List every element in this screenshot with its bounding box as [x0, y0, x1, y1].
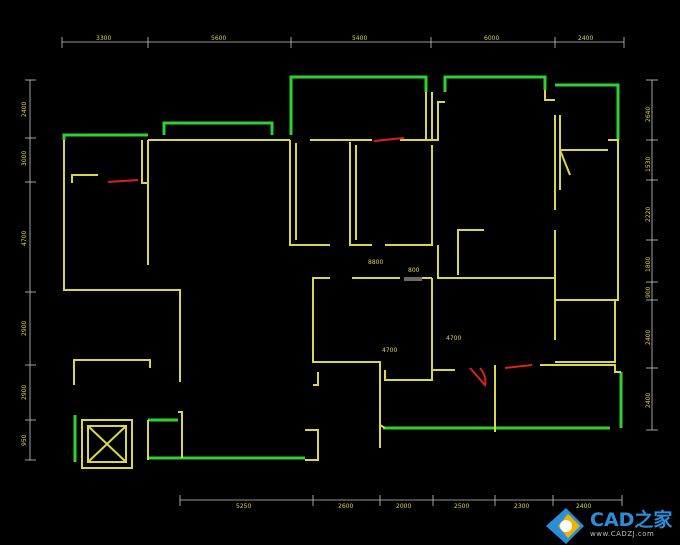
dim-left-4: 2900	[21, 321, 28, 336]
doors	[107, 137, 533, 388]
dim-right-4: 1800	[645, 257, 652, 272]
dim-top-3: 5400	[352, 35, 367, 42]
dim-left-5: 2900	[21, 385, 28, 400]
cad-logo	[546, 508, 584, 544]
dim-right-6: 2400	[645, 330, 652, 345]
threshold-marker	[404, 277, 422, 281]
dim-left-1: 2400	[21, 102, 28, 117]
dim-left-3: 4700	[21, 231, 28, 246]
dim-bottom-4: 2500	[454, 503, 469, 510]
note-800: 800	[408, 267, 420, 274]
dim-right-3: 2220	[645, 207, 652, 222]
dim-bottom-6: 2400	[576, 503, 591, 510]
note-4700-b: 4700	[446, 335, 461, 342]
note-4700-a: 4700	[382, 347, 397, 354]
logo-url: www.CADZJ.com	[590, 530, 655, 538]
dim-top-5: 2400	[578, 35, 593, 42]
note-8800: 8800	[368, 259, 383, 266]
dim-bottom-5: 2300	[514, 503, 529, 510]
dim-right-5: 900	[645, 286, 652, 298]
dimension-left: 2400 3000 4700 2900 2900 950	[21, 79, 36, 461]
walls	[63, 90, 621, 469]
dimension-top: 3300 5600 5400 6000 2400	[61, 35, 625, 48]
dim-right-2: 1530	[645, 157, 652, 172]
annotations: 8800 800 4700 4700	[368, 259, 461, 354]
dim-bottom-2: 2600	[338, 503, 353, 510]
elevator-box	[87, 425, 127, 463]
dim-bottom-3: 2000	[396, 503, 411, 510]
dim-left-2: 3000	[21, 151, 28, 166]
dim-top-2: 5600	[211, 35, 226, 42]
dim-right-7: 2400	[645, 393, 652, 408]
dim-top-4: 6000	[484, 35, 499, 42]
windows	[62, 75, 623, 462]
dimension-bottom: 5250 2600 2000 2500 2300 2400	[179, 495, 623, 510]
dim-top-1: 3300	[96, 35, 111, 42]
dim-bottom-1: 5250	[236, 503, 251, 510]
dim-right-1: 2640	[645, 107, 652, 122]
dim-left-6: 950	[21, 434, 28, 446]
logo-text: CAD之家	[590, 509, 673, 531]
dimension-right: 2640 1530 2220 1800 900 2400 2400	[645, 79, 658, 431]
